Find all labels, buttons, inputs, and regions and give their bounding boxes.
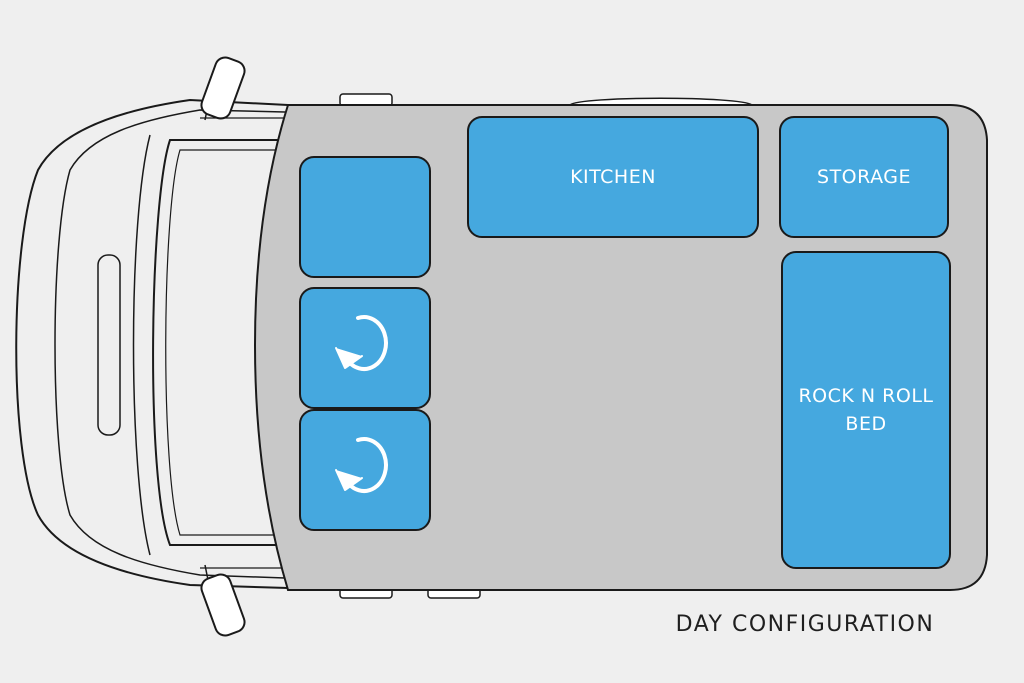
bed-module <box>781 251 951 569</box>
rotate-arrow-icon <box>335 315 388 372</box>
configuration-caption: DAY CONFIGURATION <box>675 612 935 637</box>
swivel-seat-2 <box>299 409 431 531</box>
rotate-arrow-icon <box>335 437 388 494</box>
kitchen-module <box>467 116 759 238</box>
swivel-seat-1 <box>299 287 431 409</box>
van-cab <box>15 56 289 637</box>
storage-module <box>779 116 949 238</box>
seat-module-top <box>299 156 431 278</box>
